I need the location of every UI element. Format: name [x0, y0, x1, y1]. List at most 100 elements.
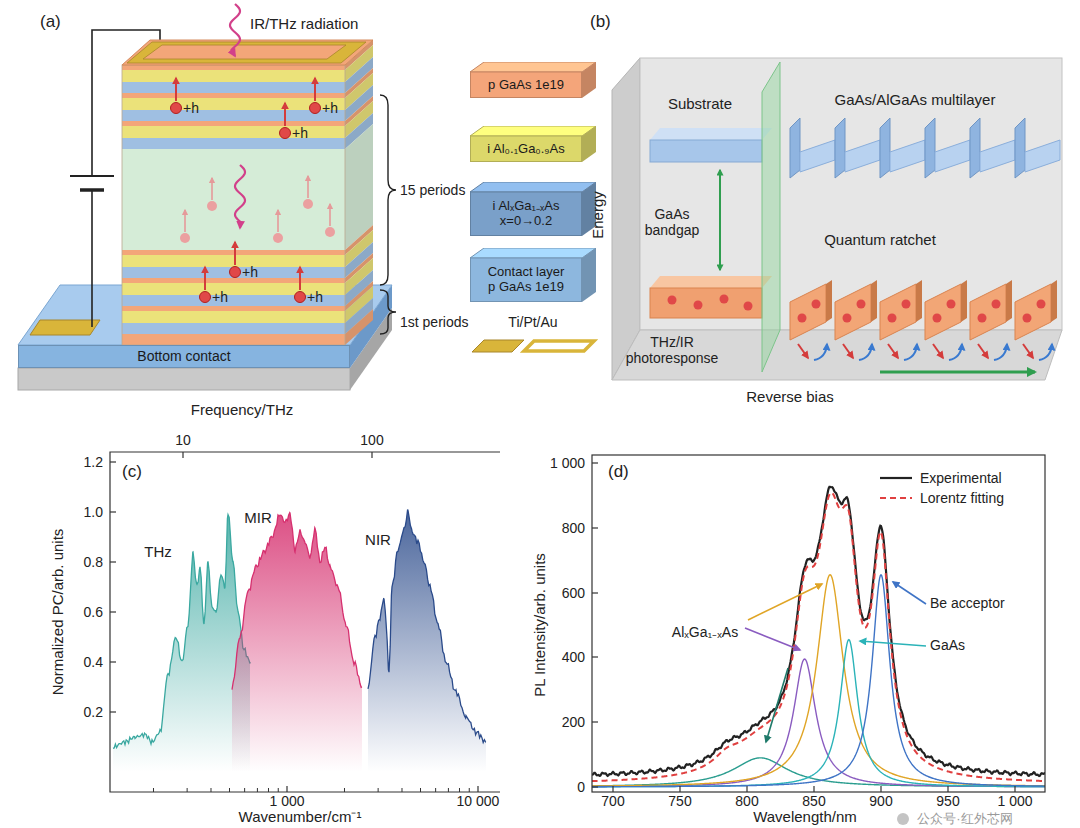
tick-mark [286, 786, 287, 792]
slab-face [471, 192, 582, 236]
stack-layer [122, 93, 345, 98]
hole-dot [902, 300, 911, 309]
annotation: Ti/Pt/Au [508, 314, 557, 330]
barrier [790, 118, 800, 178]
bias-arrow [880, 371, 1035, 374]
tick-mark [153, 788, 154, 792]
axis-title: Normalized PC/arb. units [49, 529, 66, 696]
axis-title: Wavelength/nm [753, 808, 857, 825]
tick-label: 0.2 [84, 704, 103, 720]
node-text-box: Contact layer p GaAs 1e19 [470, 258, 582, 302]
hole-dot [295, 292, 306, 303]
leader-arrow [893, 582, 926, 604]
node-text-box: i AlₓGa₁₋ₓAs x=0→0.2 [470, 192, 582, 236]
ratchet-side [1006, 280, 1012, 322]
tick-label: 0.8 [84, 554, 103, 570]
tick-mark [110, 461, 116, 462]
hole-label: +h [183, 100, 199, 116]
tick-label: 900 [869, 793, 892, 809]
tick-mark [110, 561, 116, 562]
spectrum-line [113, 515, 250, 749]
lorentz-component [592, 659, 1045, 787]
panel-d [592, 455, 1046, 792]
tick-mark [278, 788, 279, 792]
tick-mark [1014, 786, 1015, 792]
lorentz-component [592, 575, 1045, 786]
tick-mark [435, 788, 436, 792]
tick-label: 400 [562, 649, 585, 665]
battery-plate [80, 188, 104, 192]
hole-dot [1023, 314, 1032, 323]
hole-dot [230, 267, 241, 278]
hole-label: +h [322, 100, 338, 116]
tick-label: 0 [577, 779, 585, 795]
slab-side [582, 62, 596, 98]
leader-arrow [860, 641, 926, 646]
annotation: Substrate [668, 95, 732, 112]
ratchet-side [1051, 280, 1057, 322]
axis-title: Wavenumber/cm⁻¹ [239, 808, 362, 825]
tick-mark [187, 788, 188, 792]
tick-label: 950 [936, 793, 959, 809]
tick-label: 800 [735, 793, 758, 809]
tick-label: 1 000 [550, 455, 585, 471]
hole-dot [180, 233, 190, 243]
tick-mark [244, 788, 245, 792]
band-label: MIR [244, 509, 272, 526]
axis-line [110, 452, 500, 792]
metal-pad [472, 340, 524, 352]
hole-dot [1037, 300, 1046, 309]
tick-mark [420, 788, 421, 792]
return-arrow [859, 344, 872, 360]
hole-dot [947, 300, 956, 309]
return-arrow [904, 344, 917, 360]
tick-label: 750 [668, 793, 691, 809]
return-arrow [1039, 344, 1052, 360]
tick-mark [459, 788, 460, 792]
ratchet-block [1015, 284, 1051, 340]
hole-dot [720, 295, 729, 304]
hole-dot [310, 103, 321, 114]
barrier [1015, 118, 1025, 178]
tick-label: 1 000 [269, 793, 304, 809]
stack-layer [122, 65, 345, 70]
node-label: Contact layer p GaAs 1e19 [484, 265, 568, 295]
tick-mark [947, 786, 948, 792]
escape-arrow [933, 344, 943, 358]
escape-arrow [798, 344, 808, 358]
hole-dot [843, 314, 852, 323]
lorentz-component [592, 640, 1045, 787]
stack-layer [122, 149, 345, 250]
tick-label: 850 [802, 793, 825, 809]
stack-layer [122, 323, 345, 334]
tick-label: 0.6 [84, 604, 103, 620]
well [800, 140, 835, 172]
leader-arrow [745, 628, 800, 650]
panel-b [612, 58, 1062, 380]
node-label: p GaAs 1e19 [476, 78, 576, 93]
hole-label: +h [242, 264, 258, 280]
ratchet-block [835, 284, 871, 340]
well [935, 140, 970, 172]
annotation: Reverse bias [746, 388, 834, 405]
band-label: NIR [365, 531, 391, 548]
tick-mark [371, 452, 372, 458]
bandgap-arrow [719, 170, 721, 270]
node-label: Bottom contact [137, 348, 230, 364]
radiation-arrow [230, 4, 240, 56]
hole-label: +h [292, 125, 308, 141]
panel-letter: (d) [608, 462, 629, 482]
hole-label: +h [307, 289, 323, 305]
annotation: IR/THz radiation [250, 15, 358, 32]
tick-label: 600 [562, 585, 585, 601]
annotation: 15 periods [400, 182, 465, 198]
tick-label: 200 [562, 714, 585, 730]
tick-mark [746, 786, 747, 792]
return-arrow [994, 344, 1007, 360]
ratchet-block [790, 284, 826, 340]
slab-face [19, 346, 350, 368]
slab-side [582, 248, 596, 302]
well [1025, 140, 1060, 172]
node-label: i AlₓGa₁₋ₓAs x=0→0.2 [484, 199, 568, 229]
